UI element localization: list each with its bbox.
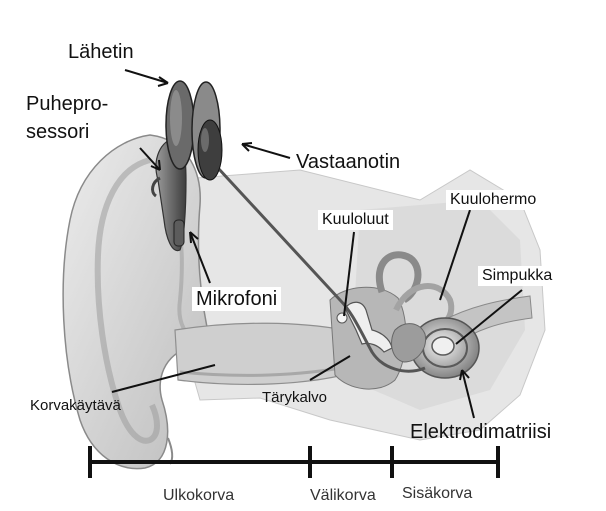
outer-ear-pinna [63,135,210,469]
receiver-magnet [198,120,222,180]
section-inner-ear: Sisäkorva [402,486,472,502]
label-transmitter: Lähetin [68,42,134,62]
receiver-magnet-shine [201,128,209,152]
cochlea-turn-2 [432,337,454,355]
section-outer-ear: Ulkokorva [163,488,234,504]
label-eardrum: Tärykalvo [262,390,327,405]
label-speech-processor-line1: Puhepro- [26,94,108,114]
label-receiver: Vastaanotin [296,152,400,172]
label-ossicles: Kuuloluut [318,210,393,230]
label-speech-processor-line2: sessori [26,122,89,142]
label-microphone: Mikrofoni [192,287,281,311]
label-electrode-array: Elektrodimatriisi [410,422,551,442]
label-ear-canal: Korvakäytävä [30,398,121,413]
label-cochlea: Simpukka [478,266,556,286]
microphone-device [174,220,184,246]
ossicle-round [337,313,347,323]
section-middle-ear: Välikorva [310,488,376,504]
label-auditory-nerve: Kuulohermo [446,190,540,210]
transmitter-highlight [170,90,182,146]
